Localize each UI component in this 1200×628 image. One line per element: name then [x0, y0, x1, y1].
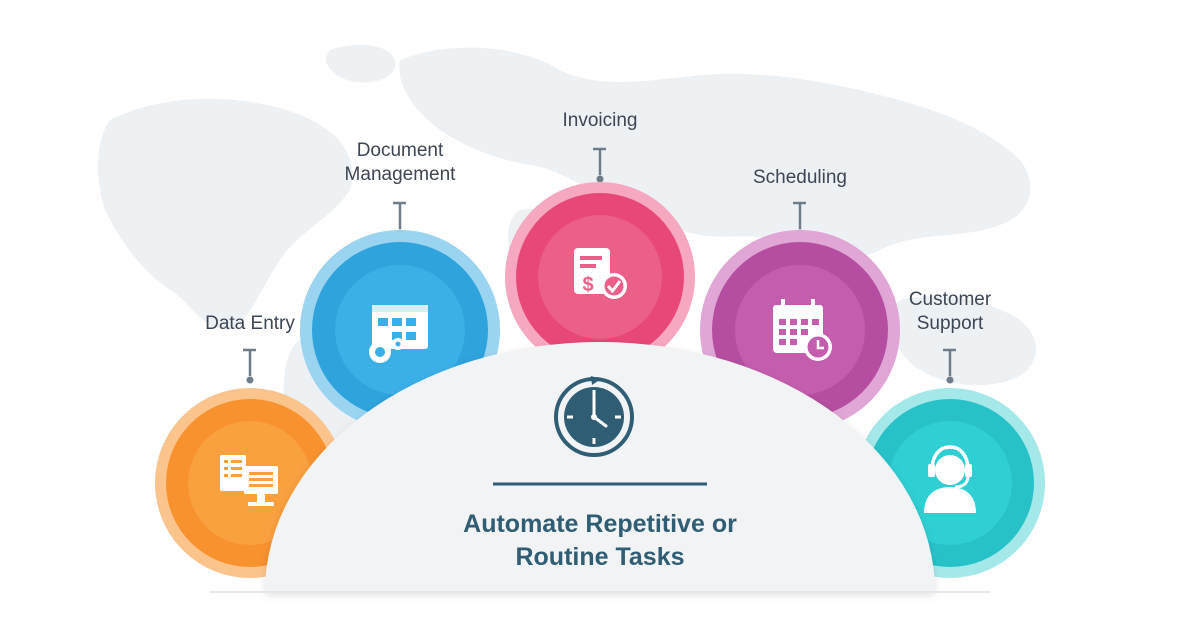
headset-agent-icon — [924, 445, 976, 513]
label-customer-support: Customer Support — [880, 288, 1020, 336]
svg-text:$: $ — [582, 274, 593, 296]
label-invoicing-text: Invoicing — [562, 110, 638, 131]
clock-icon — [554, 376, 634, 457]
label-data-entry-text: Data Entry — [205, 313, 295, 334]
central-semicircle — [210, 342, 990, 593]
label-invoicing: Invoicing — [540, 109, 660, 133]
document-management-icon — [369, 305, 428, 363]
connector-data-entry — [243, 348, 256, 384]
label-scheduling: Scheduling — [730, 166, 870, 190]
connector-customer-support — [943, 348, 956, 384]
label-scheduling-text: Scheduling — [752, 167, 848, 188]
calendar-clock-icon — [773, 299, 832, 361]
central-title: Automate Repetitive or Routine Tasks — [400, 508, 800, 574]
central-title-line1: Automate Repetitive or — [463, 510, 737, 538]
label-customer-support-line2: Support — [916, 313, 984, 334]
node-invoicing: $ — [505, 182, 695, 372]
data-entry-icon — [220, 455, 278, 506]
connector-invoicing — [593, 147, 606, 183]
label-data-entry: Data Entry — [190, 312, 310, 336]
label-document-management-line1: Document — [356, 140, 444, 161]
label-document-management-line2: Management — [344, 164, 456, 185]
label-document-management: Document Management — [330, 139, 470, 187]
invoice-icon: $ — [574, 248, 627, 299]
central-title-line2: Routine Tasks — [515, 543, 685, 571]
label-customer-support-line1: Customer — [908, 289, 992, 310]
